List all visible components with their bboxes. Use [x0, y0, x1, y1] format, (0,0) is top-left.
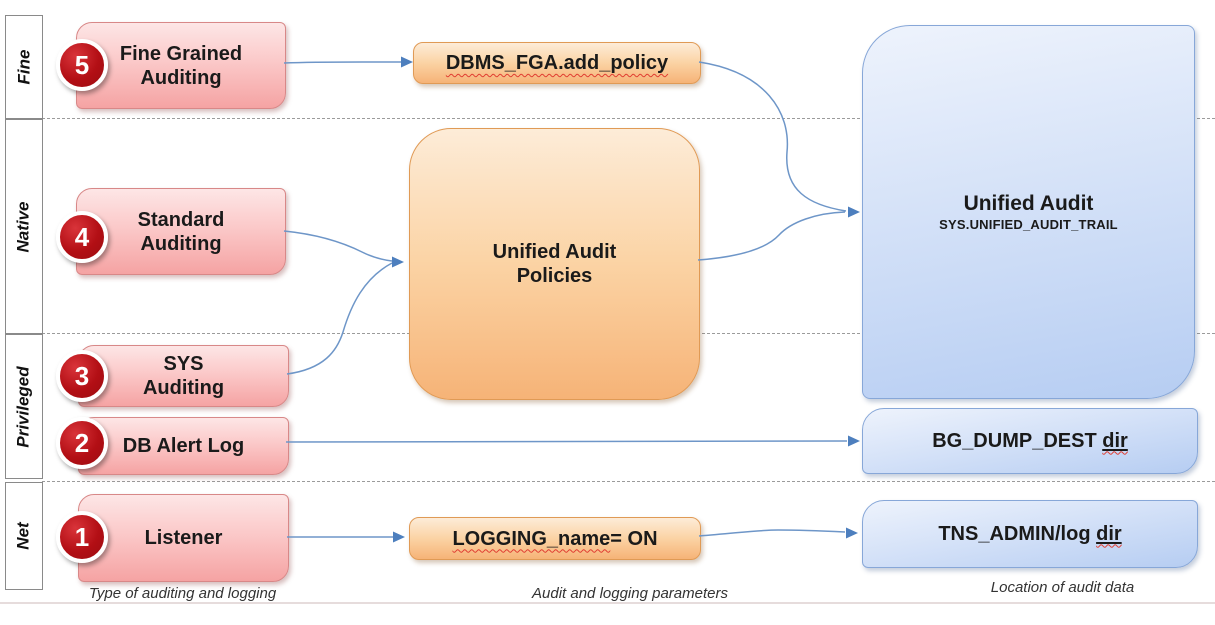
- arrow-finegrained-to-fga: [283, 61, 402, 64]
- param-label-line2: Policies: [516, 265, 593, 287]
- step-badge-1-number: 1: [74, 521, 90, 552]
- step-badge-2-number: 2: [74, 427, 90, 458]
- arrow-logging-to-tns: [698, 529, 846, 537]
- lane-label-privileged-text: Privileged: [14, 365, 34, 448]
- dest-bg-dump-label: BG_DUMP_DEST: [932, 429, 1097, 452]
- source-label-line1: Fine Grained: [119, 42, 243, 65]
- lane-divider-fine-native: [42, 118, 1215, 119]
- dest-tns-dir: dir: [1096, 522, 1122, 547]
- dest-bg-dump-dir-text: dir: [1102, 429, 1128, 452]
- arrow-standard-to-policies: [283, 230, 393, 262]
- step-badge-2: 2: [56, 417, 108, 469]
- lane-label-native-text: Native: [14, 200, 33, 253]
- arrow-sys-to-policies: [286, 262, 393, 375]
- arrowhead-logging: [393, 531, 405, 543]
- caption-location-of-audit-data: Location of audit data: [990, 579, 1135, 596]
- caption-audit-parameters: Audit and logging parameters: [532, 585, 728, 602]
- dest-box-bg-dump-dest: BG_DUMP_DEST dir: [862, 408, 1198, 474]
- param-box-dbms-fga: DBMS_FGA.add_policy: [413, 42, 701, 84]
- source-label-line1: Listener: [144, 527, 223, 549]
- dest-tns-dir-text: dir: [1096, 522, 1122, 545]
- bottom-rule: [0, 602, 1215, 604]
- dest-tns-label: TNS_ADMIN/log: [938, 522, 1091, 545]
- arrowhead-bgdump: [848, 435, 860, 447]
- source-box-fine-grained-auditing: Fine Grained Auditing: [76, 22, 286, 109]
- param-label-logging: LOGGING_name: [452, 527, 611, 550]
- source-label-line1: SYS: [163, 353, 204, 375]
- arrowhead-tns: [846, 527, 858, 539]
- step-badge-3-number: 3: [74, 360, 90, 391]
- dest-unified-audit-title: Unified Audit: [963, 191, 1094, 215]
- dest-bg-dump-dir: dir: [1102, 429, 1128, 454]
- param-label-logging-value: = ON: [610, 527, 658, 550]
- step-badge-5-number: 5: [74, 49, 90, 80]
- arrow-policies-to-unified-audit: [697, 211, 846, 261]
- lane-label-native: Native: [5, 119, 43, 334]
- lane-label-fine: Fine: [5, 15, 43, 119]
- param-label-line1: Unified Audit: [492, 241, 617, 263]
- lane-divider-privileged-net: [42, 481, 1215, 482]
- arrowhead-unified-audit: [848, 206, 860, 218]
- source-label-line2: Auditing: [140, 232, 222, 255]
- dest-unified-audit-subtitle: SYS.UNIFIED_AUDIT_TRAIL: [939, 217, 1118, 232]
- caption-type-of-auditing: Type of auditing and logging: [88, 585, 277, 602]
- dest-box-tns-admin-log: TNS_ADMIN/log dir: [862, 500, 1198, 568]
- step-badge-1: 1: [56, 511, 108, 563]
- source-label-line2: Auditing: [140, 66, 222, 89]
- lane-label-net-text: Net: [14, 522, 33, 550]
- dest-box-unified-audit: Unified Audit SYS.UNIFIED_AUDIT_TRAIL: [862, 25, 1195, 399]
- step-badge-4-number: 4: [74, 221, 90, 252]
- arrowhead-policies: [392, 256, 404, 268]
- arrow-fga-to-unified-audit: [698, 61, 847, 212]
- lane-label-fine-text: Fine: [13, 49, 33, 85]
- source-box-listener: Listener: [78, 494, 289, 582]
- step-badge-4: 4: [56, 211, 108, 263]
- source-label-line1: Standard: [137, 208, 225, 231]
- arrow-dbalert-to-bgdump: [285, 440, 848, 443]
- param-box-logging: LOGGING_name = ON: [409, 517, 701, 560]
- lane-label-net: Net: [5, 482, 43, 590]
- source-label-line2: Auditing: [142, 377, 225, 399]
- step-badge-5: 5: [56, 39, 108, 91]
- step-badge-3: 3: [56, 350, 108, 402]
- arrowhead-fga: [401, 56, 413, 68]
- param-label-dbms-fga: DBMS_FGA.add_policy: [445, 52, 669, 74]
- param-box-unified-audit-policies: Unified Audit Policies: [409, 128, 700, 400]
- source-label-line1: DB Alert Log: [122, 435, 245, 457]
- lane-label-privileged: Privileged: [5, 334, 43, 479]
- source-box-sys-auditing: SYS Auditing: [78, 345, 289, 407]
- source-box-db-alert-log: DB Alert Log: [78, 417, 289, 475]
